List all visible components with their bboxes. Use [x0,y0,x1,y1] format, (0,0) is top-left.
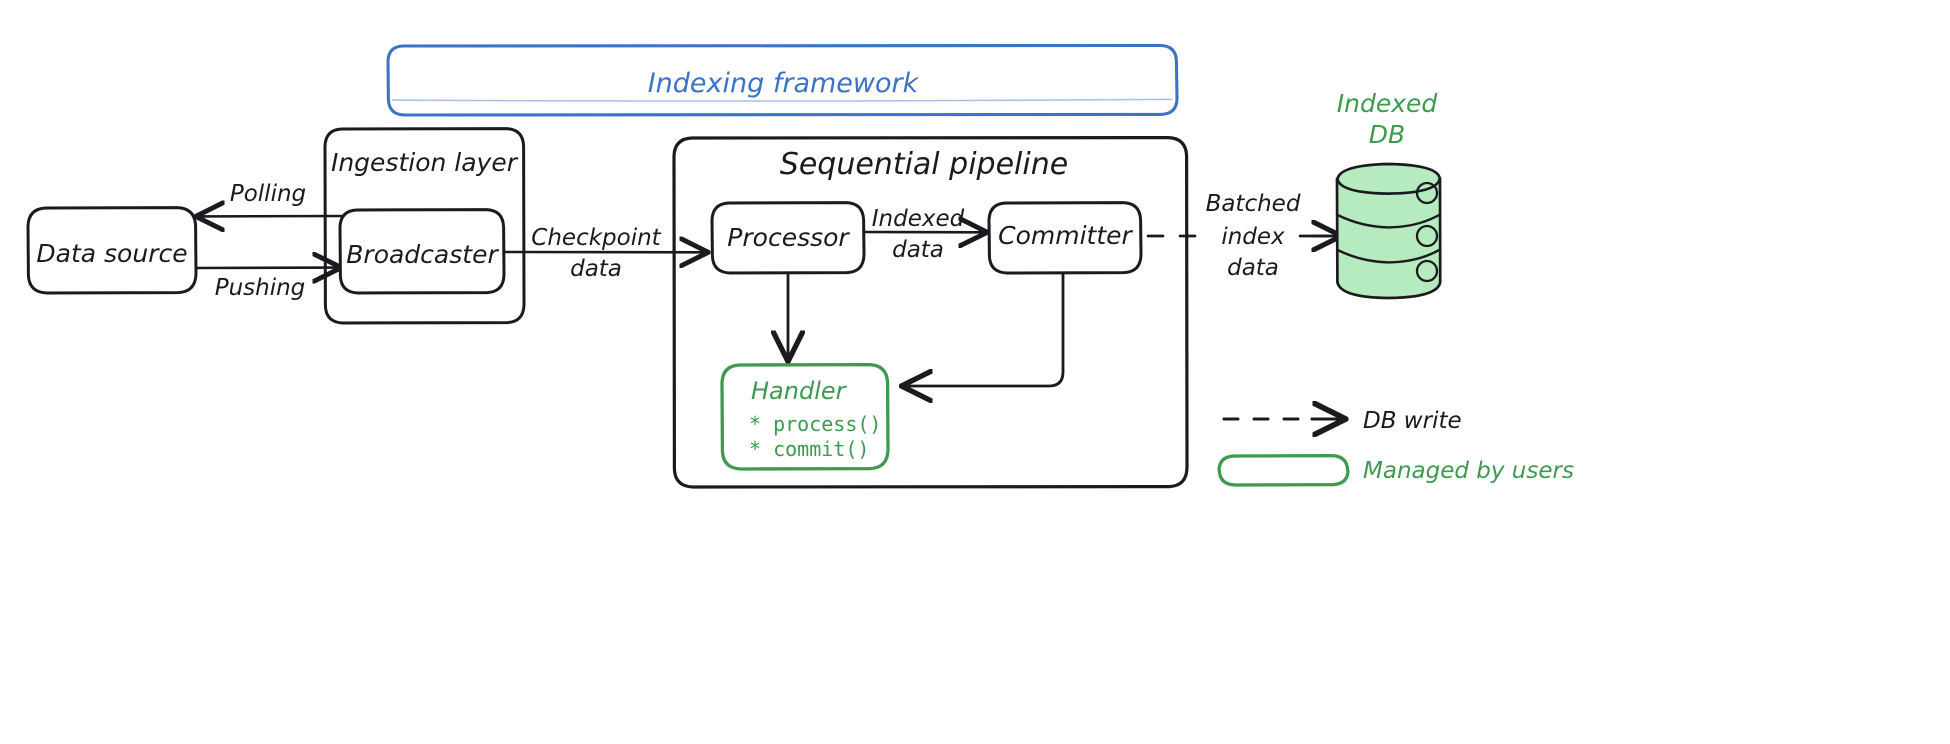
edge-checkpoint-data: Checkpoint data [503,225,705,282]
edge-batched-index-data-label-line1: Batched [1206,191,1301,217]
legend-item-db-write-label: DB write [1363,408,1462,434]
node-processor-label: Processor [727,223,850,252]
edge-polling-label: Polling [230,181,306,207]
node-indexed-db[interactable]: Indexed DB [1335,89,1442,300]
db-body-fill [1337,178,1440,298]
node-committer-label: Committer [998,221,1133,250]
edge-indexed-data: Indexed data [862,206,984,263]
green-rounded-box-icon [1217,454,1350,487]
node-handler[interactable]: Handler * process() * commit() [720,362,890,471]
edge-indexed-data-label-line1: Indexed [872,206,965,232]
node-handler-title: Handler [751,377,848,405]
edge-committer-to-handler [905,272,1065,386]
edge-checkpoint-data-label-line2: data [570,256,622,282]
edge-batched-index-data-label-line3: data [1227,255,1279,281]
node-broadcaster[interactable]: Broadcaster [338,208,506,295]
node-indexed-db-label-line1: Indexed [1337,89,1438,118]
node-broadcaster-label: Broadcaster [346,240,499,269]
edge-pushing: Pushing [194,268,338,301]
db-divider-2 [1336,248,1442,264]
legend: DB write Managed by users [1217,408,1574,487]
node-handler-method-process: * process() [749,412,881,436]
group-sequential-pipeline-label: Sequential pipeline [780,147,1068,182]
legend-item-managed-by-users-label: Managed by users [1363,458,1574,484]
node-data-source-label: Data source [36,239,187,268]
node-data-source[interactable]: Data source [26,206,198,295]
edge-checkpoint-data-label-line1: Checkpoint [531,225,661,251]
db-top-fill [1336,163,1440,193]
db-indicator-2 [1415,224,1439,248]
indexing-framework-banner: Indexing framework [386,43,1179,117]
edge-polling: Polling [199,181,347,216]
edge-indexed-data-label-line2: data [892,237,944,263]
framework-banner-label: Indexing framework [648,68,920,99]
edge-batched-index-data-label-line2: index [1221,224,1285,250]
legend-item-managed-by-users: Managed by users [1217,454,1574,487]
node-handler-method-commit: * commit() [749,437,869,461]
db-indicator-1 [1415,181,1439,205]
edge-pushing-label: Pushing [215,275,306,301]
db-divider-1 [1336,213,1442,229]
group-ingestion-layer-label: Ingestion layer [331,148,519,177]
node-processor[interactable]: Processor [710,201,866,275]
db-indicator-3 [1415,259,1439,283]
edge-batched-index-data: Batched index data [1146,191,1340,281]
node-committer[interactable]: Committer [987,201,1143,275]
legend-item-db-write: DB write [1222,408,1462,434]
node-indexed-db-label-line2: DB [1369,120,1405,149]
